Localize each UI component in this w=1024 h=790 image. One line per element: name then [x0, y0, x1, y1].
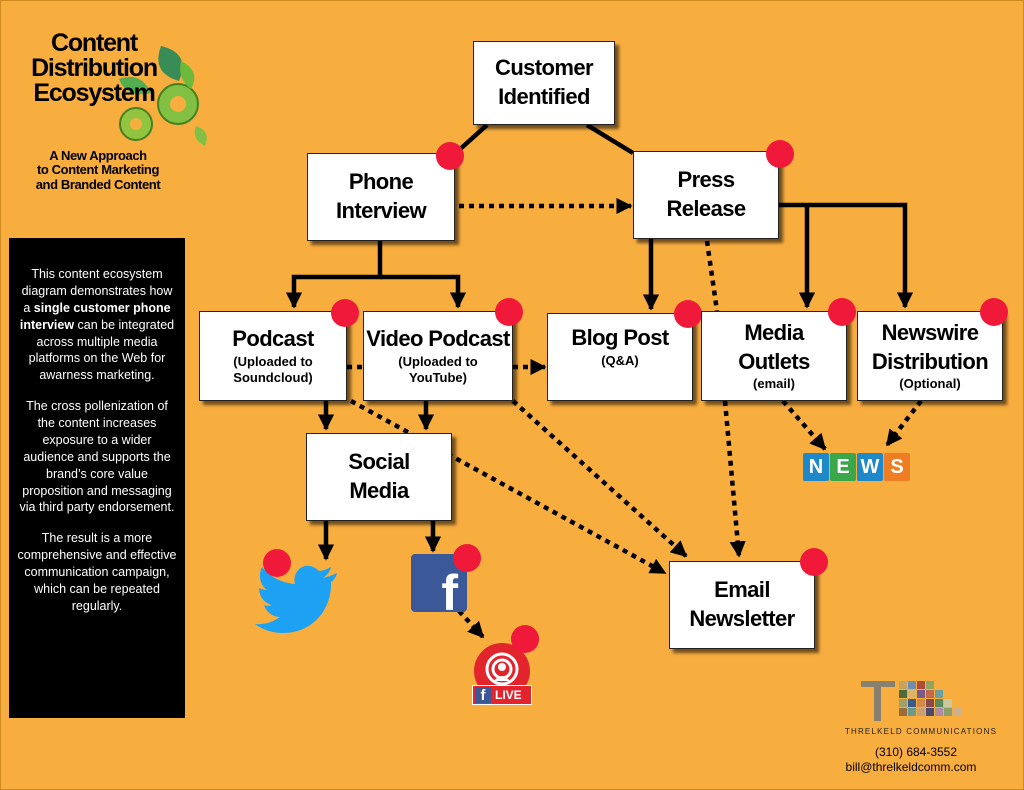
video-title: Video Podcast: [366, 326, 510, 352]
node-email-newsletter[interactable]: Email Newsletter: [669, 561, 815, 649]
news-letter-n: N: [803, 453, 829, 481]
gear-leaf-decoration: [119, 46, 207, 146]
subtitle-line-3: and Branded Content: [35, 176, 161, 192]
node-phone-interview[interactable]: Phone Interview: [307, 153, 455, 241]
email-line-1: Email: [714, 577, 770, 603]
news-letter-e: E: [830, 453, 856, 481]
live-badge: f LIVE: [472, 685, 532, 705]
press-line-2: Release: [666, 196, 747, 221]
title-line-2: Distribution: [31, 54, 158, 82]
status-dot: [766, 140, 794, 168]
social-line-2: Media: [349, 478, 409, 503]
status-dot: [263, 549, 291, 577]
status-dot: [511, 625, 539, 653]
node-customer-identified[interactable]: Customer Identified: [473, 41, 615, 125]
news-letter-w: W: [857, 453, 883, 481]
podcast-sub-2: Soundcloud): [233, 370, 313, 386]
node-media-outlets[interactable]: Media Outlets (email): [701, 311, 847, 401]
newswire-line-2: Distribution: [871, 348, 989, 374]
live-f-glyph: f: [475, 687, 491, 704]
brand-name: Threlkeld Communications: [844, 727, 998, 736]
info-paragraph-1: This content ecosystem diagram demonstra…: [17, 266, 177, 384]
threlkeld-logo-mark: [861, 681, 961, 721]
phone-line-1: Phone: [348, 169, 414, 195]
status-dot: [453, 544, 481, 572]
node-newswire-distribution[interactable]: Newswire Distribution (Optional): [857, 311, 1003, 401]
media-sub-1: (email): [753, 376, 795, 392]
node-podcast[interactable]: Podcast (Uploaded to Soundcloud): [199, 311, 347, 401]
media-line-1: Media: [744, 320, 804, 346]
info-p1-start: This content ecosystem diagram demonstra…: [21, 267, 173, 315]
info-p1-bold: single customer phone interview: [19, 300, 171, 332]
title-line-3: Ecosystem: [33, 79, 155, 107]
status-dot: [495, 298, 523, 326]
status-dot: [331, 299, 359, 327]
twitter-icon[interactable]: [255, 565, 337, 633]
email-line-2: Newsletter: [689, 606, 795, 631]
subtitle-line-2: to Content Marketing: [37, 162, 159, 178]
customer-line-2: Identified: [498, 84, 590, 109]
status-dot: [800, 548, 828, 576]
status-dot: [436, 142, 464, 170]
node-video-podcast[interactable]: Video Podcast (Uploaded to YouTube): [363, 311, 513, 401]
customer-line-1: Customer: [495, 55, 593, 81]
diagram-subtitle: A New Approach to Content Marketing and …: [13, 148, 183, 192]
news-letter-s: S: [884, 453, 910, 481]
node-press-release[interactable]: Press Release: [633, 151, 779, 239]
status-dot: [674, 300, 702, 328]
brand-email[interactable]: bill@threlkeldcomm.com: [845, 760, 977, 774]
facebook-f-glyph: f: [441, 565, 458, 621]
status-dot: [828, 298, 856, 326]
video-sub-1: (Uploaded to: [398, 354, 478, 370]
facebook-live-icon[interactable]: f LIVE: [472, 641, 532, 707]
blog-title: Blog Post: [571, 325, 669, 350]
diagram-title: Content Distribution Ecosystem: [19, 31, 169, 106]
blog-sub-1: (Q&A): [601, 352, 639, 368]
node-social-media[interactable]: Social Media: [306, 433, 452, 521]
brand-phone: (310) 684-3552: [874, 745, 958, 759]
podcast-sub-1: (Uploaded to: [233, 354, 313, 370]
subtitle-line-1: A New Approach: [49, 148, 147, 163]
social-line-1: Social: [348, 449, 410, 475]
status-dot: [980, 298, 1008, 326]
info-panel: This content ecosystem diagram demonstra…: [9, 238, 185, 718]
podcast-title: Podcast: [232, 326, 314, 352]
newswire-line-1: Newswire: [881, 320, 979, 346]
info-paragraph-2: The cross pollenization of the content i…: [19, 399, 175, 515]
media-line-2: Outlets: [738, 348, 810, 374]
video-sub-2: YouTube): [408, 370, 467, 386]
info-p1-end: can be integrated across multiple media …: [28, 317, 175, 383]
phone-line-2: Interview: [336, 198, 427, 223]
live-label: LIVE: [495, 688, 522, 702]
node-blog-post[interactable]: Blog Post (Q&A): [547, 313, 693, 401]
press-line-1: Press: [677, 167, 736, 193]
title-line-1: Content: [50, 29, 138, 57]
newswire-sub-1: (Optional): [899, 376, 961, 392]
info-paragraph-3: The result is a more comprehensive and e…: [17, 531, 177, 613]
brand-logo: [859, 677, 999, 727]
